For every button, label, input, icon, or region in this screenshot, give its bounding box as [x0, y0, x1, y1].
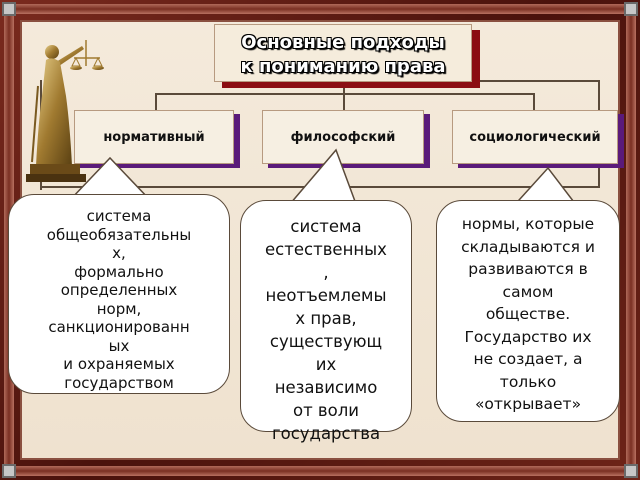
category-label: социологический: [469, 129, 601, 145]
category-label: философский: [290, 129, 396, 145]
frame-corner: [2, 464, 16, 478]
description-line: государства: [271, 424, 381, 443]
description-line: определенных: [60, 281, 178, 299]
description-line: Государство их: [464, 327, 592, 346]
description-line: норм,: [96, 299, 142, 318]
description-line: развиваются в: [468, 260, 588, 278]
description-line: «открывает»: [474, 395, 582, 413]
description-line: государством: [64, 373, 174, 392]
description-line: формально: [74, 262, 164, 281]
description-line: неотъемлемы: [265, 286, 387, 305]
frame-bottom: [10, 466, 630, 476]
frame-top: [10, 4, 630, 14]
connector-line: [472, 80, 600, 82]
title-box: Основные подходы к пониманию права: [214, 24, 472, 82]
connector-line: [343, 84, 345, 94]
description-line: складываются и: [461, 237, 595, 256]
category-philosophical: философский: [262, 110, 424, 164]
description-line: система: [290, 217, 362, 236]
category-sociological: социологический: [452, 110, 618, 164]
description-line: общеобязательны: [46, 225, 192, 244]
themis-statue-icon: [26, 40, 104, 182]
description-line: независимо: [274, 378, 378, 397]
connector-line: [343, 93, 345, 111]
description-line: естественных: [265, 240, 387, 259]
description-line: система: [86, 207, 152, 225]
description-line: существующ: [269, 332, 383, 351]
connector-line: [155, 93, 157, 111]
description-line: х,: [112, 244, 126, 262]
description-line: санкционированн: [48, 318, 190, 336]
description-sociological: нормы, которые складываются и развиваютс…: [436, 200, 620, 422]
frame-right: [626, 10, 636, 470]
category-normative: нормативный: [74, 110, 234, 164]
description-line: самом: [502, 282, 554, 301]
description-line: от воли: [292, 401, 360, 420]
connector-line: [155, 93, 535, 95]
frame-corner: [2, 2, 16, 16]
connector-line: [533, 93, 535, 111]
frame-corner: [624, 2, 638, 16]
description-line: х прав,: [295, 309, 357, 328]
description-line: только: [499, 372, 557, 391]
description-line: нормы, которые: [461, 215, 595, 233]
title-line-2: к пониманию права: [240, 56, 446, 77]
category-label: нормативный: [103, 129, 205, 145]
description-line: не создает, а: [473, 350, 583, 368]
frame-corner: [624, 464, 638, 478]
description-line: их: [315, 355, 337, 374]
title-line-1: Основные подходы: [241, 32, 445, 53]
description-line: обществе.: [485, 305, 571, 323]
description-line: и охраняемых: [63, 355, 175, 373]
description-line: ,: [323, 263, 329, 282]
connector-line: [40, 186, 600, 188]
description-normative: система общеобязательны х, формально опр…: [8, 194, 230, 394]
description-philosophical: система естественных , неотъемлемы х пра…: [240, 200, 412, 443]
description-line: ых: [108, 336, 130, 355]
